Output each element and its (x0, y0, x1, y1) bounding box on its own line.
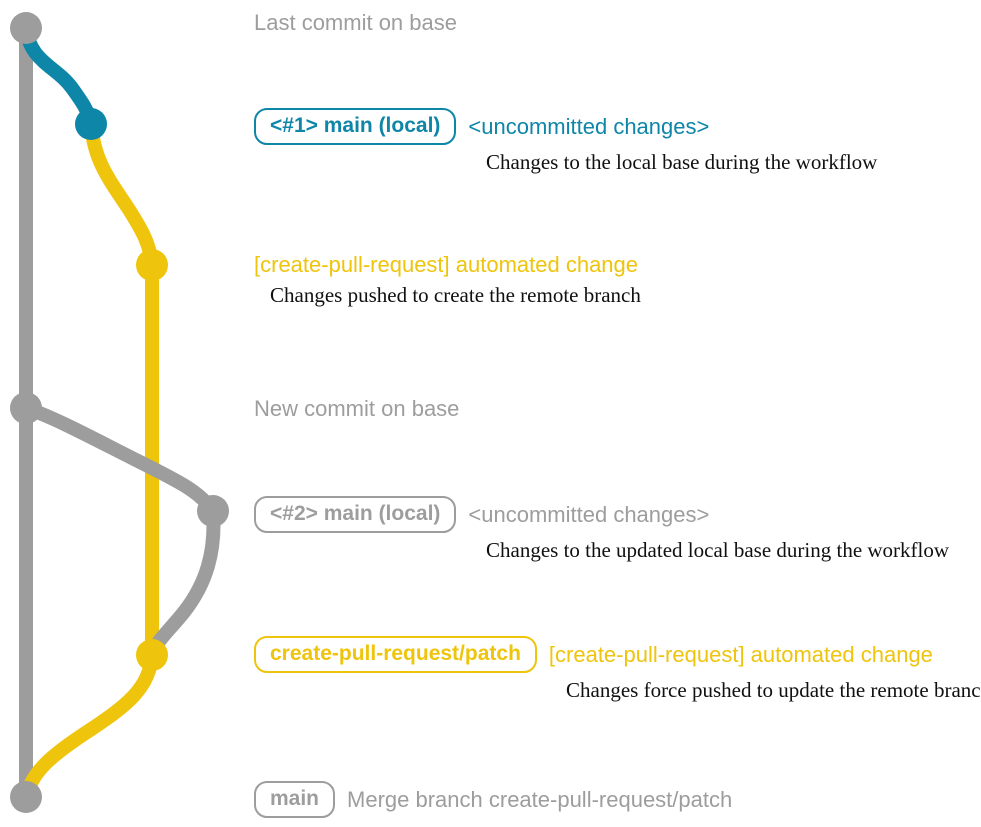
branch-pill-create-pull-request-patch[interactable]: create-pull-request/patch (254, 636, 537, 673)
annotation-local-uncommitted-1: <#1> main (local) <uncommitted changes> … (254, 108, 877, 174)
commit-description: Changes force pushed to update the remot… (566, 678, 981, 702)
annotation-last-commit-on-base: Last commit on base (254, 10, 457, 36)
branch-pill-main[interactable]: main (254, 781, 336, 818)
commit-subject: Merge branch create-pull-request/patch (347, 786, 733, 812)
edge-local-1-to-patch-1 (84, 117, 159, 272)
commit-node-base-1[interactable] (10, 12, 42, 44)
commit-description: Changes to the updated local base during… (486, 538, 950, 562)
annotation-headline: Last commit on base (254, 10, 457, 36)
annotation-new-commit-on-base: New commit on base (254, 396, 459, 422)
annotation-automated-change-2: create-pull-request/patch [create-pull-r… (254, 636, 981, 702)
commit-subject: New commit on base (254, 396, 460, 421)
commit-node-merge[interactable] (10, 781, 42, 813)
edge-base-2-to-local-2 (19, 401, 220, 518)
commit-node-patch-2[interactable] (136, 639, 168, 671)
edge-local-2-to-patch-2 (145, 504, 221, 662)
annotation-headline: main Merge branch create-pull-request/pa… (254, 781, 732, 818)
commit-description: Changes pushed to create the remote bran… (270, 283, 641, 307)
commit-subject: <uncommitted changes> (468, 501, 710, 527)
branch-pill-main-local-2[interactable]: <#2> main (local) (254, 496, 457, 533)
annotation-headline: [create-pull-request] automated change (254, 252, 641, 278)
commit-subject: Last commit on base (254, 10, 457, 35)
commit-subject: <uncommitted changes> (468, 113, 710, 139)
commit-subject: [create-pull-request] automated change (548, 641, 933, 667)
commit-node-local-1[interactable] (75, 108, 107, 140)
commit-node-patch-1[interactable] (136, 249, 168, 281)
annotation-automated-change-1: [create-pull-request] automated change C… (254, 252, 641, 307)
branch-pill-main-local-1[interactable]: <#1> main (local) (254, 108, 457, 145)
annotation-headline: New commit on base (254, 396, 459, 422)
commit-description: Changes to the local base during the wor… (486, 150, 878, 174)
annotation-headline: <#1> main (local) <uncommitted changes> (254, 108, 877, 145)
commit-subject: [create-pull-request] automated change (254, 252, 639, 277)
annotation-merge-commit: main Merge branch create-pull-request/pa… (254, 781, 732, 818)
commit-node-base-2[interactable] (10, 392, 42, 424)
commit-node-local-2[interactable] (197, 495, 229, 527)
annotation-headline: <#2> main (local) <uncommitted changes> (254, 496, 949, 533)
edge-patch-2-to-merge (19, 648, 159, 804)
annotation-local-uncommitted-2: <#2> main (local) <uncommitted changes> … (254, 496, 949, 562)
annotation-headline: create-pull-request/patch [create-pull-r… (254, 636, 981, 673)
